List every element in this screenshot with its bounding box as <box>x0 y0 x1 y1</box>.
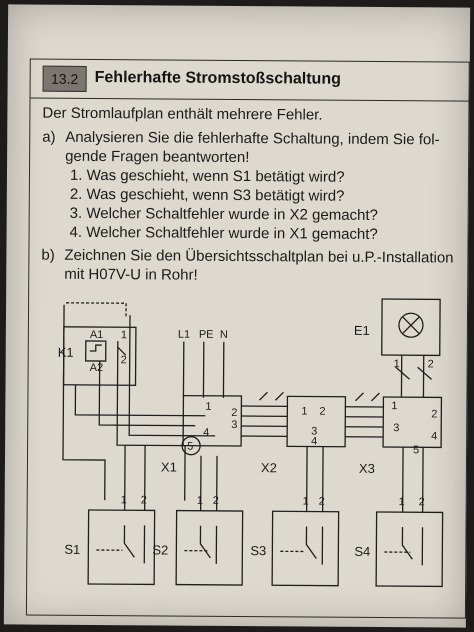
s2-pin-1: 1 <box>197 495 203 507</box>
relay-pin-a2: A2 <box>90 362 104 374</box>
worksheet-page: 13.2 Fehlerhafte Stromstoßschaltung Der … <box>3 4 471 628</box>
x1-terminal-1: 1 <box>205 401 211 413</box>
x3-terminal-3: 3 <box>393 422 399 434</box>
switch-s4-label: S4 <box>354 544 370 559</box>
junction-box-x2 <box>286 395 347 448</box>
lamp-label: E1 <box>354 323 370 338</box>
relay-label: K1 <box>58 345 74 360</box>
x3-terminal-2: 2 <box>431 408 437 420</box>
switch-s3-label: S3 <box>250 543 266 558</box>
box-x1-label: X1 <box>161 459 177 474</box>
x2-terminal-1: 1 <box>301 405 307 417</box>
x1-terminal-3: 3 <box>231 419 237 431</box>
s3-pin-2: 2 <box>319 496 325 508</box>
x3-terminal-5: 5 <box>413 444 419 456</box>
lamp-pin-2: 2 <box>428 358 434 370</box>
x1-connector-5 <box>181 436 201 456</box>
junction-box-x3 <box>382 396 443 449</box>
s4-pin-1: 1 <box>399 496 405 508</box>
box-x3-label: X3 <box>359 461 375 476</box>
relay-pin-2: 2 <box>121 354 127 366</box>
x1-terminal-5: 5 <box>187 441 193 453</box>
junction-box-x1 <box>182 394 243 447</box>
switch-s2-box <box>175 509 244 586</box>
x1-terminal-4: 4 <box>203 427 209 439</box>
x1-terminal-2: 2 <box>231 407 237 419</box>
supply-pe: PE <box>199 329 214 341</box>
x3-terminal-4: 4 <box>431 430 437 442</box>
lamp-pin-1: 1 <box>394 358 400 370</box>
s3-pin-1: 1 <box>303 495 309 507</box>
relay-pin-a1: A1 <box>90 329 104 341</box>
box-x2-label: X2 <box>261 460 277 475</box>
supply-n: N <box>220 329 228 341</box>
x2-terminal-4: 4 <box>311 436 317 448</box>
s2-pin-2: 2 <box>213 495 219 507</box>
switch-s1-label: S1 <box>64 542 80 557</box>
relay-pin-1: 1 <box>121 329 127 341</box>
switch-s2-label: S2 <box>152 542 168 557</box>
x2-terminal-2: 2 <box>319 406 325 418</box>
s4-pin-2: 2 <box>419 496 425 508</box>
x3-terminal-1: 1 <box>391 400 397 412</box>
lamp-symbol <box>398 312 424 338</box>
lamp-e1-box <box>381 298 441 357</box>
s1-pin-2: 2 <box>141 494 147 506</box>
relay-coil <box>85 340 107 362</box>
x2-terminal-3: 3 <box>311 426 317 438</box>
circuit-diagram: K1 A1 A2 1 2 L1 PE N E1 1 2 X1 X2 X3 1 2… <box>58 298 444 588</box>
supply-l1: L1 <box>178 329 190 341</box>
switch-s4-box <box>375 511 444 588</box>
switch-s3-box <box>271 510 340 587</box>
switch-s1-box <box>87 509 156 586</box>
s1-pin-1: 1 <box>121 494 127 506</box>
